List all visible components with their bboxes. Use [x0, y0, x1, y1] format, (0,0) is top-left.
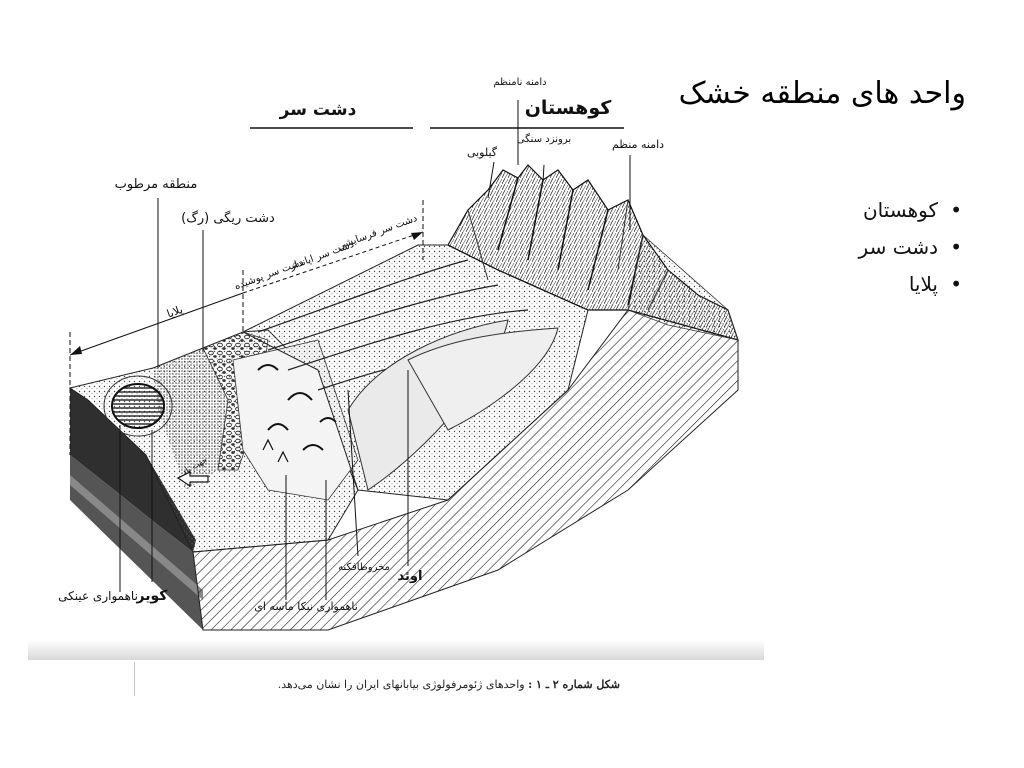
label-kavir: کویر — [136, 588, 169, 604]
slide-title: واحد های منطقه خشک — [678, 76, 966, 111]
caption-text: واحدهای ژئومرفولوژی بیابانهای ایران را ن… — [277, 678, 525, 691]
block-diagram: دشت سر کوهستان دامنه نامنظم گیلوبی برونز… — [58, 77, 739, 631]
block-front-face — [70, 388, 196, 552]
label-damane-monazam: دامنه منظم — [612, 138, 664, 151]
label-dasht-rigi: دشت ریگی (رگ) — [181, 209, 275, 226]
label-makhrut-afkane: مخروطافکنه — [338, 562, 390, 573]
caption-number: شکل شماره ۲ ـ ۱ : — [528, 678, 620, 691]
wind-arrow-icon — [176, 471, 209, 488]
bullet-item-kuhestan: کوهستان — [859, 192, 964, 229]
bullet-item-dasht-sar: دشت سر — [859, 229, 964, 266]
bullet-item-playa: پلایا — [859, 266, 964, 303]
scan-artifact-line — [134, 662, 135, 696]
label-dasht-sar-pushide: دشت سر پوشیده — [233, 257, 305, 292]
label-berunzad-sangi: برونزد سنگی — [517, 133, 571, 145]
label-damane-namonazam: دامنه نامنظم — [493, 77, 546, 88]
figure-caption: شکل شماره ۲ ـ ۱ : واحدهای ژئومرفولوژی بی… — [278, 678, 620, 691]
kavir-oval — [111, 383, 165, 429]
bullet-list: کوهستان دشت سر پلایا — [859, 192, 964, 303]
label-nahamvari-nebka: ناهمواری نبکا ماسه ای — [254, 600, 358, 613]
geomorphology-figure: دشت سر کوهستان دامنه نامنظم گیلوبی برونز… — [28, 70, 764, 660]
label-mantaghe-martub: منطقه مرطوب — [115, 177, 198, 192]
label-kuhestan: کوهستان — [525, 97, 613, 119]
label-oued: اوئد — [398, 569, 423, 584]
figure-shadow — [28, 640, 764, 660]
block-side-hatched — [192, 309, 739, 631]
label-nahamvari-eynaki: ناهمواری عینکی — [58, 589, 138, 604]
label-gelubi: گیلوبی — [467, 146, 498, 159]
label-dasht-sar: دشت سر — [279, 100, 357, 120]
label-playa: پلایا — [165, 303, 185, 321]
